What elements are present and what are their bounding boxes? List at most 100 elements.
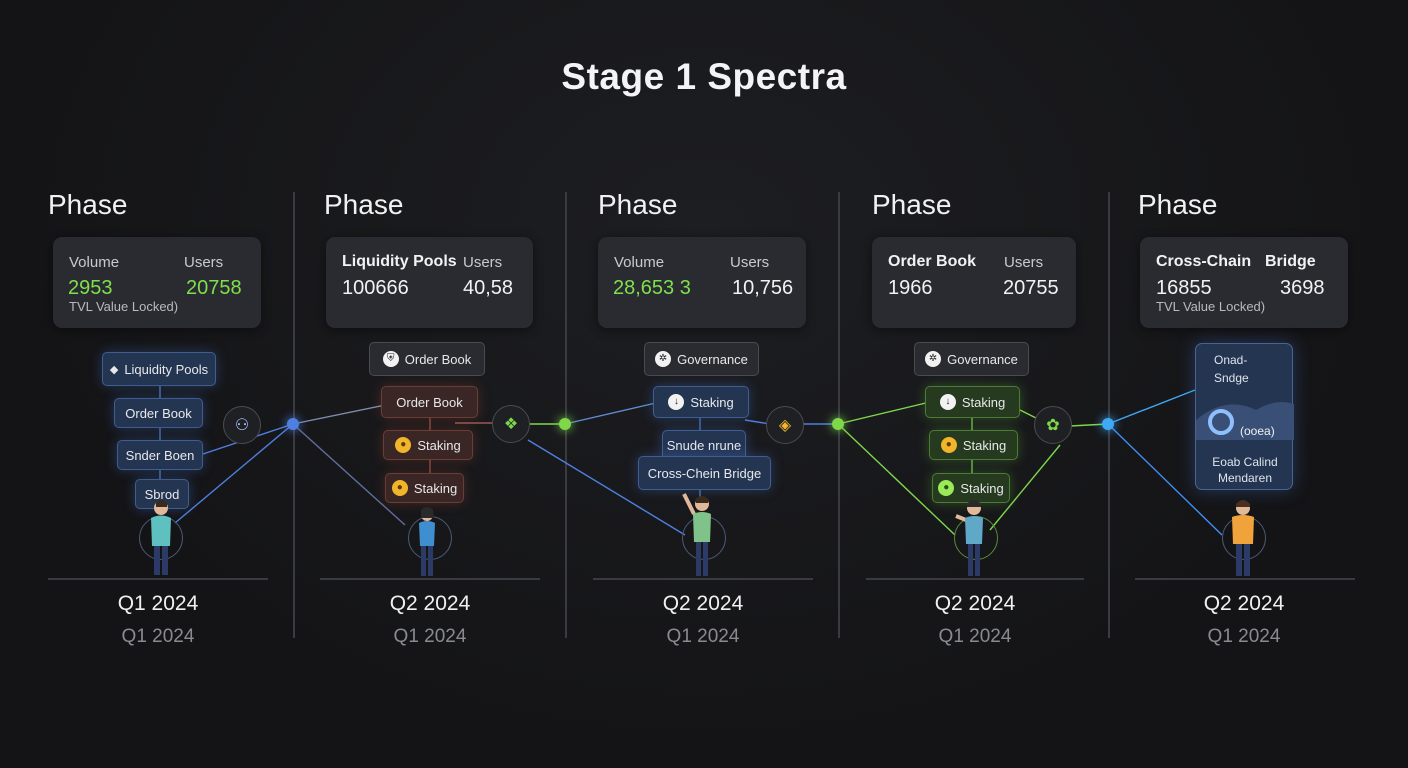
phase-label: Phase [598,189,678,220]
junction-dot [1102,418,1114,430]
node-staking[interactable]: ● Staking [385,473,464,503]
stat-value: 3698 [1280,277,1325,299]
phase-stats-card: Volume Users 2953 20758 TVL Value Locked… [53,237,261,328]
bridge-card[interactable]: Onad- Sndge (ooea) Eoab Calind Mendaren [1195,343,1294,490]
connector-line [744,419,771,425]
person-avatar [682,493,711,576]
node-governance[interactable]: ✲ Governance [914,342,1029,376]
staking-coin-icon: ● [940,437,957,453]
stat-value: 100666 [342,277,409,299]
stat-label: Users [463,254,503,271]
stat-subtitle: TVL Value Locked) [1156,299,1266,314]
person-hub-icon[interactable]: ⚇ [223,406,261,444]
quarter-label: Q2 2024 [934,592,1016,615]
bridge-card-footer: Mendaren [1217,471,1273,485]
quarter-label: Q2 2024 [662,592,744,615]
connector-line [1107,423,1223,536]
staking-coin-icon: ↓ [668,394,685,410]
connector-line [564,401,661,425]
shield-icon: ⛨ [382,351,399,367]
staking-coin-icon: ● [938,480,955,496]
connector-line [527,439,686,536]
node-liquidity-pools[interactable]: ◆ Liquidity Pools [102,352,216,386]
node-cross-chain-bridge[interactable]: Cross-Chein Bridge [638,456,771,490]
stat-label: Order Book [888,253,977,270]
phase-divider [838,192,840,638]
node-governance[interactable]: ✲ Governance [644,342,759,376]
quarter-sublabel: Q1 2024 [938,626,1012,647]
node-staking[interactable]: ● Staking [932,473,1010,503]
phase-stats-card: Cross-Chain Bridge 16855 3698 TVL Value … [1140,237,1348,328]
phase-baseline [593,578,813,580]
phase-stats-card: Order Book Users 1966 20755 [872,237,1076,328]
node-order-book[interactable]: ⛨ Order Book [369,342,485,376]
stat-value: 1966 [888,277,933,299]
stat-value: 10,756 [732,277,794,299]
staking-coin-icon: ↓ [939,394,956,410]
phase-baseline [320,578,540,580]
staking-coin-icon: ● [395,437,412,453]
mountain-graphic [1196,402,1294,440]
connector-line [989,444,1061,531]
stat-value: 2953 [68,277,113,299]
quarter-sublabel: Q1 2024 [666,626,740,647]
quarter-label: Q1 2024 [117,592,199,615]
bridge-card-line: Sndge [1214,371,1249,385]
phase-label: Phase [48,189,128,220]
phase-divider [1108,192,1110,638]
clover-icon[interactable]: ✿ [1034,406,1072,444]
junction-dot [832,418,844,430]
stat-label: Volume [69,254,120,271]
quarter-label: Q2 2024 [389,592,471,615]
node-staking[interactable]: ↓ Staking [653,386,749,418]
person-avatar [151,500,171,575]
diamond-icon: ◆ [109,363,119,376]
node-order-book[interactable]: Order Book [381,386,478,418]
quarter-sublabel: Q1 2024 [121,626,195,647]
connector-line [1069,423,1109,427]
stat-value: 20758 [186,277,242,299]
person-avatar [955,500,983,576]
quarter-sublabel: Q1 2024 [393,626,467,647]
person-avatar [419,507,435,576]
node-staking[interactable]: ↓ Staking [925,386,1020,418]
stat-subtitle: TVL Value Locked) [69,299,179,314]
connector-line [1107,389,1196,425]
connector-line [174,423,294,524]
bridge-card-line: Onad- [1214,353,1248,367]
junction-dot [287,418,299,430]
connector-line [837,401,931,425]
stat-value: 20755 [1003,277,1059,299]
node-snder-boen[interactable]: Snder Boen [117,440,203,470]
page-title: Stage 1 Spectra [561,56,847,97]
staking-coin-icon: ● [391,480,408,496]
phase-label: Phase [324,189,404,220]
node-staking[interactable]: ● Staking [383,430,473,460]
stat-label: Cross-Chain [1156,253,1252,270]
stat-label: Liquidity Pools [342,253,457,270]
phase-label: Phase [1138,189,1218,220]
governance-icon: ✲ [925,351,942,367]
diamond-token-icon[interactable]: ◈ [766,406,804,444]
governance-icon: ✲ [655,351,672,367]
phase-divider [293,192,295,638]
stat-label: Bridge [1265,253,1316,270]
node-staking[interactable]: ● Staking [929,430,1018,460]
stat-value: 16855 [1156,277,1212,299]
phase-divider [565,192,567,638]
bridge-card-badge: (ooea) [1240,424,1275,438]
node-order-book[interactable]: Order Book [114,398,203,428]
stat-label: Users [184,254,224,271]
stat-label: Users [1004,254,1044,271]
quarter-label: Q2 2024 [1203,592,1285,615]
connector-line [837,423,956,536]
cube-cluster-icon[interactable]: ❖ [492,405,530,443]
stat-value: 28,653 3 [613,277,691,299]
phase-baseline [1135,578,1355,580]
bridge-card-footer: Eoab Calind [1212,455,1278,469]
stat-label: Volume [614,254,665,271]
phase-stats-card: Volume Users 28,653 3 10,756 [598,237,806,328]
phase-label: Phase [872,189,952,220]
phase-baseline [48,578,268,580]
